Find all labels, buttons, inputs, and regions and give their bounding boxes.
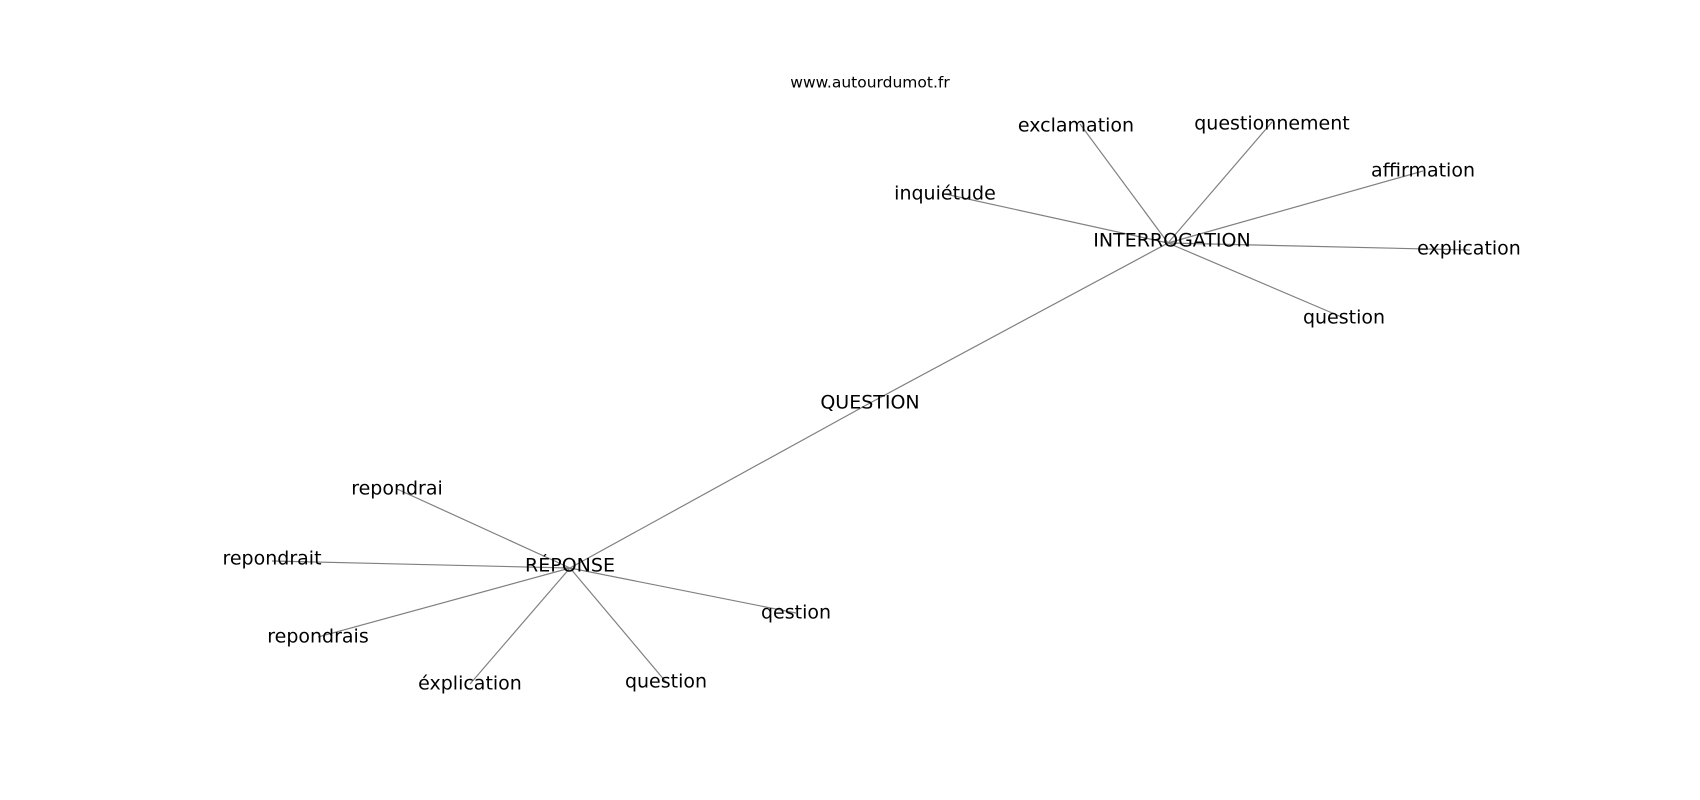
edges-layer: [271, 121, 1471, 685]
edge-interrogation-inquietude: [944, 193, 1169, 244]
node-affirmation: affirmation: [1371, 160, 1475, 182]
edge-reponse-qestion: [569, 567, 797, 614]
node-question-r: question: [625, 671, 707, 693]
edge-reponse-repondrait: [271, 560, 571, 569]
edge-interrogation-exclamation: [1079, 123, 1169, 244]
hub-node-question: QUESTION: [820, 392, 919, 414]
edge-question-reponse: [569, 402, 871, 569]
edge-interrogation-question-i: [1167, 242, 1345, 319]
node-inquietude: inquiétude: [894, 183, 996, 205]
node-question-i: question: [1303, 307, 1385, 329]
node-explication: explication: [1417, 238, 1521, 260]
node-questionnement: questionnement: [1194, 113, 1350, 135]
edge-question-interrogation: [869, 242, 1169, 404]
edge-reponse-repondrais: [317, 567, 571, 638]
nodes-layer: QUESTION INTERROGATION RÉPONSE exclamation q…: [222, 113, 1520, 695]
hub-node-reponse: RÉPONSE: [525, 554, 615, 577]
node-repondrais: repondrais: [267, 626, 369, 648]
edge-interrogation-affirmation: [1167, 170, 1424, 244]
node-explication-accent: éxplication: [418, 673, 522, 695]
node-exclamation: exclamation: [1018, 115, 1134, 137]
node-repondrai: repondrai: [351, 478, 443, 500]
edge-interrogation-questionnement: [1167, 121, 1273, 244]
node-qestion: qestion: [761, 602, 831, 624]
edge-reponse-question-r: [569, 567, 667, 683]
source-label: www.autourdumot.fr: [790, 74, 950, 92]
edge-reponse-explication-accent: [469, 567, 571, 685]
node-repondrait: repondrait: [222, 548, 321, 570]
edge-reponse-repondrai: [396, 488, 571, 569]
hub-node-interrogation: INTERROGATION: [1093, 230, 1250, 252]
edge-interrogation-explication: [1167, 242, 1471, 251]
